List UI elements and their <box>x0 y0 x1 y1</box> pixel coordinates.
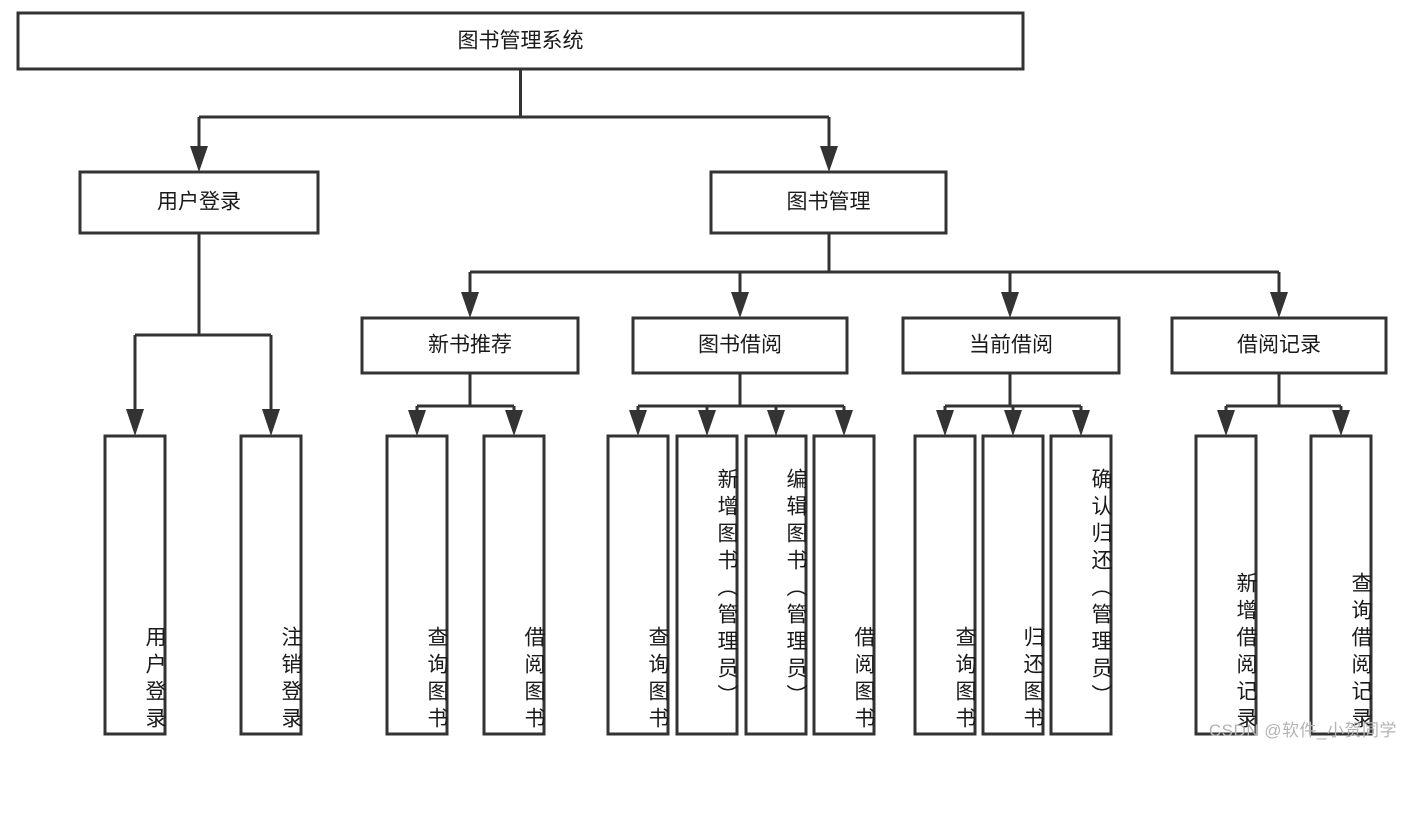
node-user-login[interactable]: 用户登录 <box>78 170 320 235</box>
leaf-box-logout[interactable] <box>239 434 303 736</box>
leaf-box-query-book-1[interactable] <box>385 434 449 736</box>
leaf-box-add-borrow-record[interactable] <box>1194 434 1258 736</box>
arrow-head-icon <box>1001 292 1019 318</box>
arrow-head-icon <box>1072 410 1090 436</box>
connector-record-to-leaves <box>1217 373 1350 436</box>
node-book-borrow[interactable]: 图书借阅 <box>631 316 849 375</box>
connector-root-to-level2 <box>190 69 838 172</box>
connector-current-to-leaves <box>936 373 1090 436</box>
node-current-borrow[interactable]: 当前借阅 <box>901 316 1121 375</box>
leaf-box-borrow-book-2[interactable] <box>812 434 876 736</box>
leaf-box-confirm-return-admin[interactable] <box>1049 434 1113 736</box>
node-root-book-management-system[interactable]: 图书管理系统 <box>16 11 1025 71</box>
leaf-box-borrow-book-1[interactable] <box>482 434 546 736</box>
arrow-head-icon <box>1270 292 1288 318</box>
arrow-head-icon <box>126 409 144 436</box>
arrow-head-icon <box>820 146 838 172</box>
node-root-label: 图书管理系统 <box>458 30 584 53</box>
leaf-box-user-login[interactable] <box>103 434 167 736</box>
arrow-head-icon <box>731 292 749 318</box>
arrow-head-icon <box>698 410 716 436</box>
node-book-borrow-label: 图书借阅 <box>698 334 782 357</box>
node-new-book-recommend[interactable]: 新书推荐 <box>360 316 580 375</box>
connector-userlogin-to-leaves <box>126 233 280 436</box>
leaf-box-query-book-3[interactable] <box>913 434 977 736</box>
node-user-login-label: 用户登录 <box>157 191 241 214</box>
arrow-head-icon <box>505 410 523 436</box>
arrow-head-icon <box>1217 410 1235 436</box>
leaf-box-query-book-2[interactable] <box>606 434 670 736</box>
arrow-head-icon <box>461 292 479 318</box>
arrow-head-icon <box>408 410 426 436</box>
leaf-box-edit-book-admin[interactable] <box>744 434 808 736</box>
leaf-boxes <box>103 434 1373 736</box>
connector-newbook-to-leaves <box>408 373 523 436</box>
arrow-head-icon <box>629 410 647 436</box>
node-book-management-label: 图书管理 <box>787 191 871 214</box>
node-new-book-recommend-label: 新书推荐 <box>428 334 512 357</box>
node-borrow-record-label: 借阅记录 <box>1237 334 1321 357</box>
arrow-head-icon <box>936 410 954 436</box>
csdn-watermark: CSDN @软件_小贺同学 <box>1208 721 1397 740</box>
arrow-head-icon <box>1004 410 1022 436</box>
arrow-head-icon <box>190 146 208 172</box>
arrow-head-icon <box>835 410 853 436</box>
org-chart-canvas: 图书管理系统 用户登录 图书管理 新书推荐 图书借阅 当前借阅 借阅记录 <box>16 11 1388 736</box>
leaf-box-query-borrow-record[interactable] <box>1309 434 1373 736</box>
node-current-borrow-label: 当前借阅 <box>969 334 1053 357</box>
leaf-box-add-book-admin[interactable] <box>675 434 739 736</box>
node-book-management[interactable]: 图书管理 <box>709 170 948 235</box>
leaf-box-return-book[interactable] <box>981 434 1045 736</box>
arrow-head-icon <box>1332 410 1350 436</box>
node-borrow-record[interactable]: 借阅记录 <box>1170 316 1388 375</box>
arrow-head-icon <box>767 410 785 436</box>
connector-bookmgmt-to-level3 <box>461 233 1288 318</box>
arrow-head-icon <box>262 409 280 436</box>
connector-borrow-to-leaves <box>629 373 853 436</box>
